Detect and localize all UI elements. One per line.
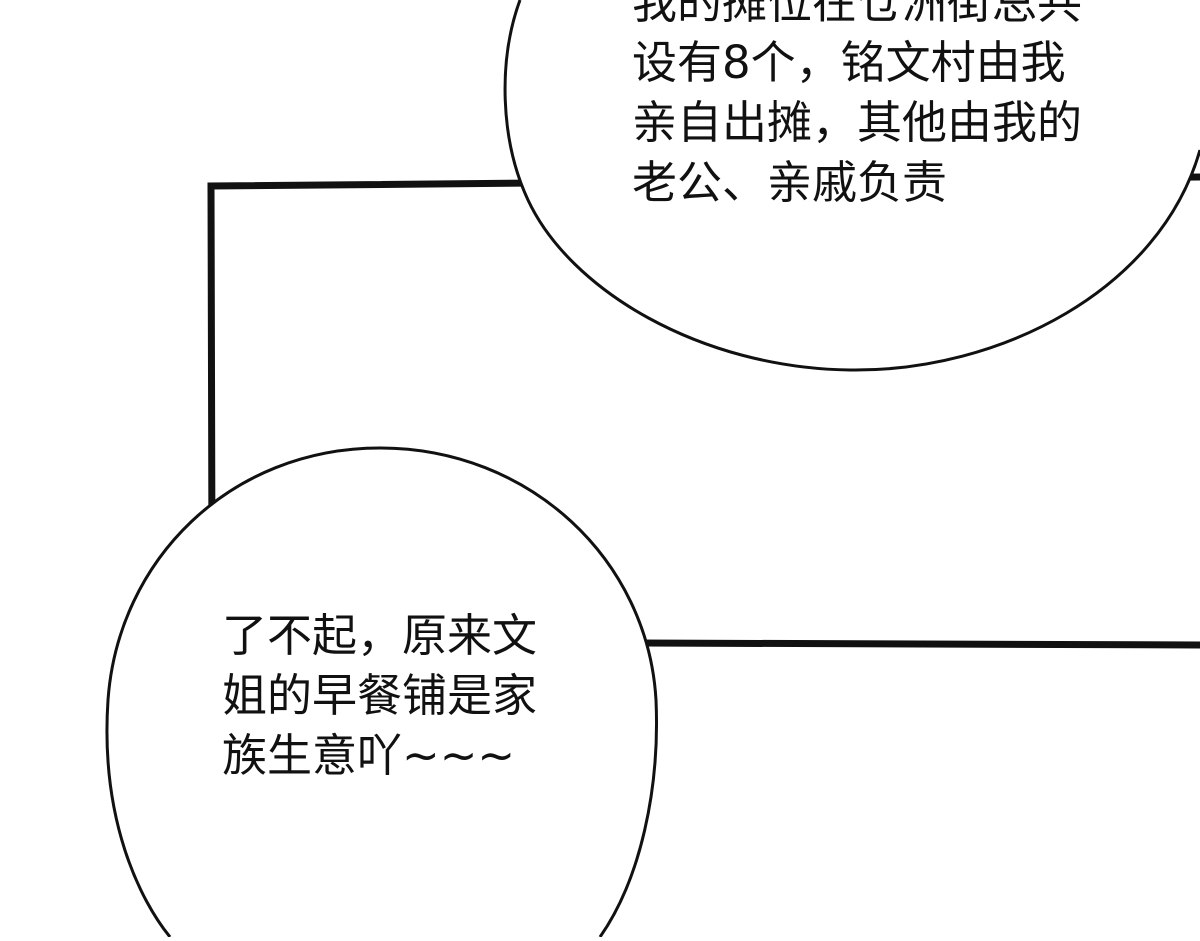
dialogue-line: 姐的早餐铺是家 [222,669,538,722]
dialogue-line: 我的摊位在仓洲街总共 [632,0,1083,29]
bottom-speech-bubble-outline [105,446,658,938]
dialogue-line: 族生意吖~~~ [222,729,516,782]
dialogue-line: 了不起，原来文 [222,609,538,662]
bottom-speech-bubble [106,448,657,937]
dialogue-line: 设有8个，铭文村由我 [632,36,1066,89]
top-speech-bubble [505,0,1200,371]
dialogue-line: 老公、亲戚负责 [632,156,948,209]
bottom-bubble-dialogue: 了不起，原来文 姐的早餐铺是家 族生意吖~~~ [222,606,537,786]
top-bubble-dialogue: 我的摊位在仓洲街总共 设有8个，铭文村由我 亲自出摊，其他由我的 老公、亲戚负责 [632,0,1082,213]
dialogue-line: 亲自出摊，其他由我的 [632,96,1083,149]
top-speech-bubble-outline [503,0,1200,372]
lower-panel-border [639,639,1200,649]
